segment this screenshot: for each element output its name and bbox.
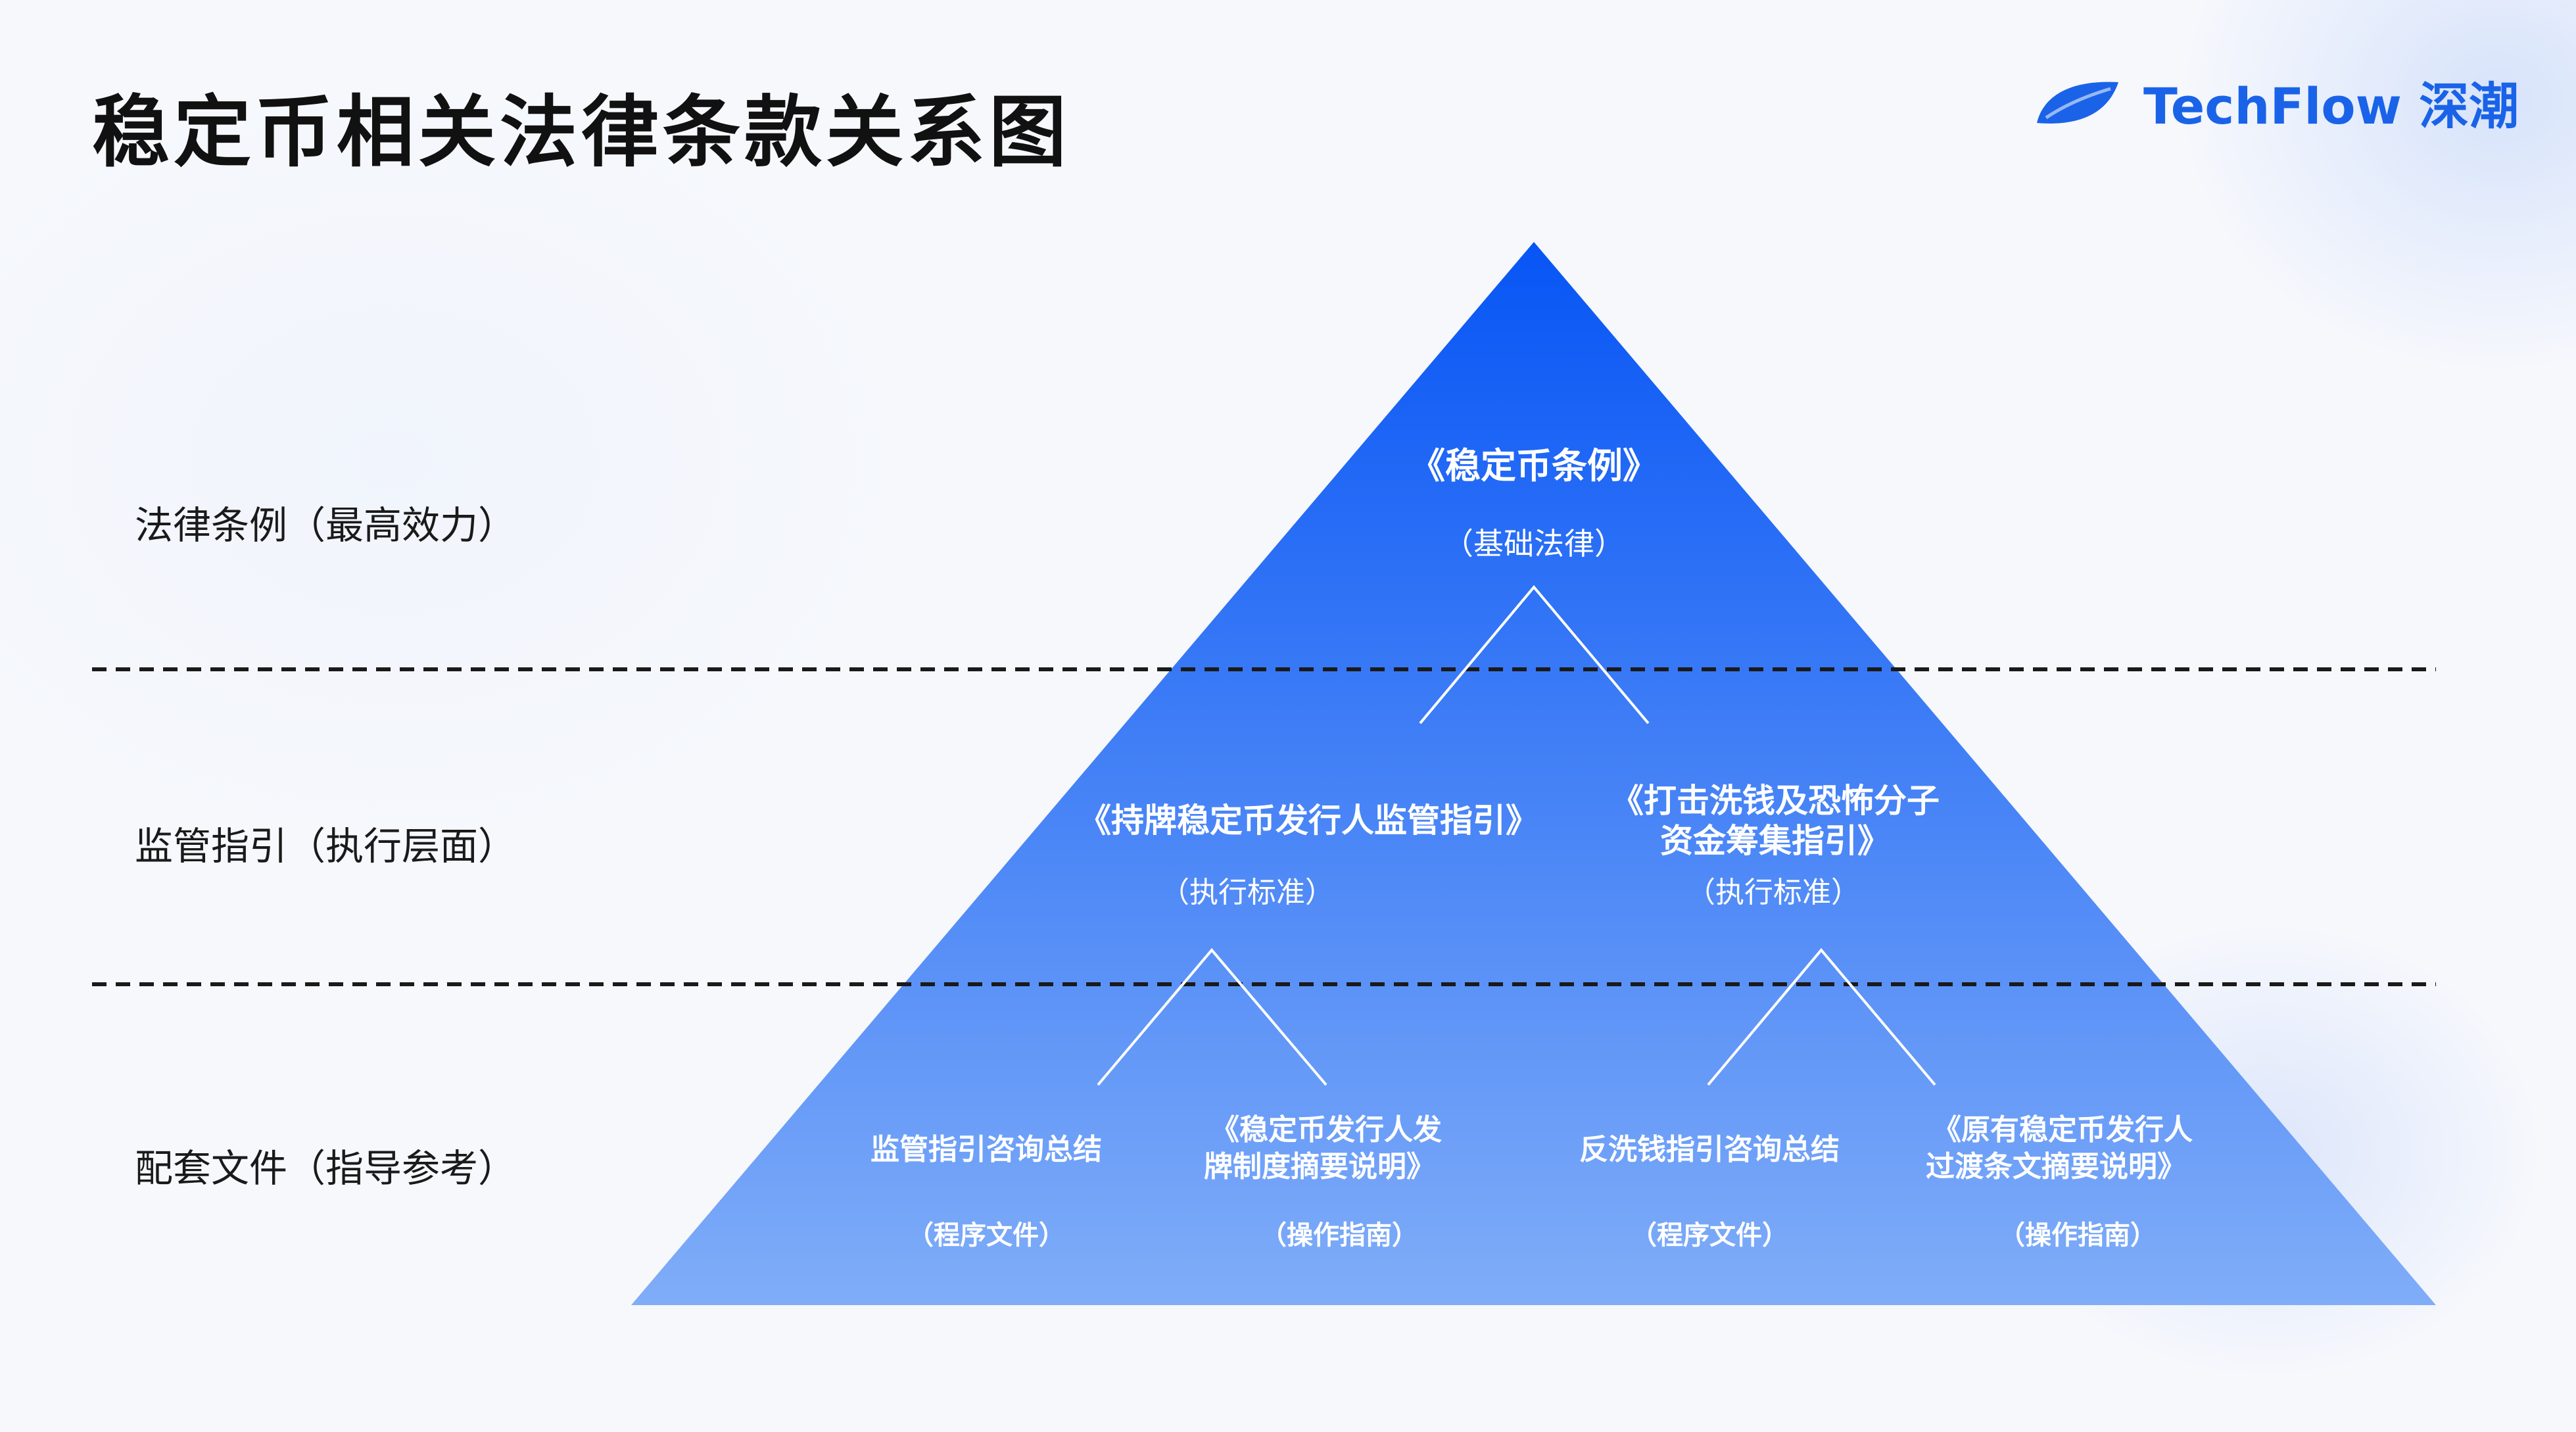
node-mid-right-sub: （执行标准） [1686,876,1860,909]
connector-mid-right [1707,947,1936,1086]
brand-name: TechFlow 深潮 [2143,77,2519,135]
node-bottom-4-title-line-1: 《原有稳定币发行人 [1932,1113,2193,1147]
connector-mid-left [1097,947,1327,1086]
node-mid-left-sub: （执行标准） [1160,876,1334,909]
node-top-sub: （基础法律） [1443,526,1625,561]
layer-label-guidance: 监管指引（执行层面） [135,824,517,869]
node-bottom-2-title-line-2: 牌制度摘要说明》 [1204,1150,1435,1183]
node-mid-right-title-line-1: 《打击洗钱及恐怖分子 [1611,782,1940,820]
node-top-title: 《稳定币条例》 [1410,445,1658,487]
pyramid-shape [631,242,2436,1305]
page-title: 稳定币相关法律条款关系图 [92,87,1071,178]
node-mid-left-title: 《持牌稳定币发行人监管指引》 [1078,801,1538,840]
node-bottom-2-title-line-1: 《稳定币发行人发 [1210,1113,1442,1147]
node-bottom-2-sub: （操作指南） [1260,1220,1418,1251]
leaf-logo-icon [2037,82,2118,124]
node-bottom-4-title-line-2: 过渡条文摘要说明》 [1926,1150,2186,1183]
connector-top [1419,585,1650,725]
node-bottom-4-sub: （操作指南） [1999,1220,2157,1251]
layer-label-supporting: 配套文件（指导参考） [135,1146,517,1191]
layer-label-law: 法律条例（最高效力） [135,503,517,548]
node-bottom-3-title: 反洗钱指引咨询总结 [1579,1133,1840,1166]
brand-logo: TechFlow 深潮 [2032,69,2519,135]
node-bottom-1-title: 监管指引咨询总结 [871,1133,1102,1166]
node-mid-right-title-line-2: 资金筹集指引》 [1660,822,1890,860]
node-bottom-1-sub: （程序文件） [907,1220,1065,1251]
node-bottom-3-sub: （程序文件） [1631,1220,1788,1251]
